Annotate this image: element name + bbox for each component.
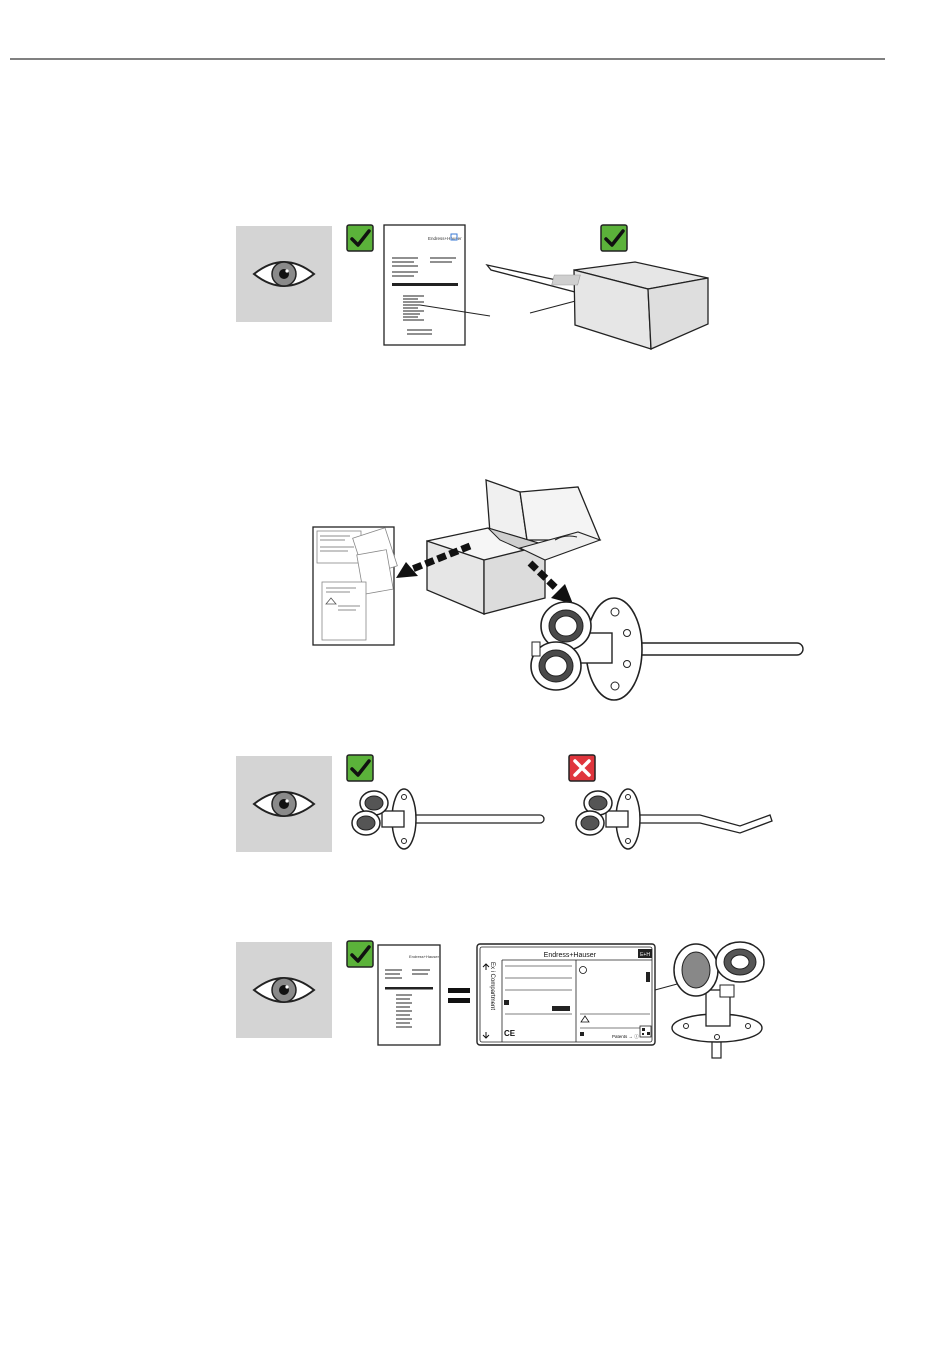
device-with-nameplate [672, 942, 764, 1058]
open-box [427, 480, 600, 614]
check-icon [347, 755, 373, 781]
row-unpacking [313, 480, 803, 700]
device-large [531, 598, 803, 700]
check-icon [347, 941, 373, 967]
documents-stack [313, 527, 397, 645]
order-document: Endress+Hauser [378, 945, 440, 1045]
cross-icon [569, 755, 595, 781]
shipping-box [552, 262, 708, 349]
eye-icon [236, 942, 332, 1038]
device-straight-rod [352, 789, 544, 849]
check-icon [347, 225, 373, 251]
nameplate-brand: Endress+Hauser [544, 952, 597, 959]
check-icon [601, 225, 627, 251]
delivery-document: Endress+Hauser [384, 225, 465, 345]
eye-icon [236, 226, 332, 322]
row-check-documents: Endress+Hauser [236, 225, 708, 349]
device-bent-rod [576, 789, 772, 849]
nameplate-compartment: Ex i Compartment [489, 962, 495, 1010]
nameplate: Endress+Hauser E+H Ex i Compartment CE [477, 944, 655, 1045]
row-check-damage [236, 755, 772, 852]
equals-sign [448, 988, 470, 993]
svg-text:CE: CE [504, 1029, 516, 1038]
eye-icon [236, 756, 332, 852]
nameplate-patents: Patents → ⓘ [612, 1033, 639, 1040]
row-compare-nameplate: Endress+Hauser Endress+Hauser [236, 941, 764, 1058]
svg-text:Endress+Hauser: Endress+Hauser [409, 954, 440, 959]
nameplate-logo: E+H [640, 952, 650, 958]
